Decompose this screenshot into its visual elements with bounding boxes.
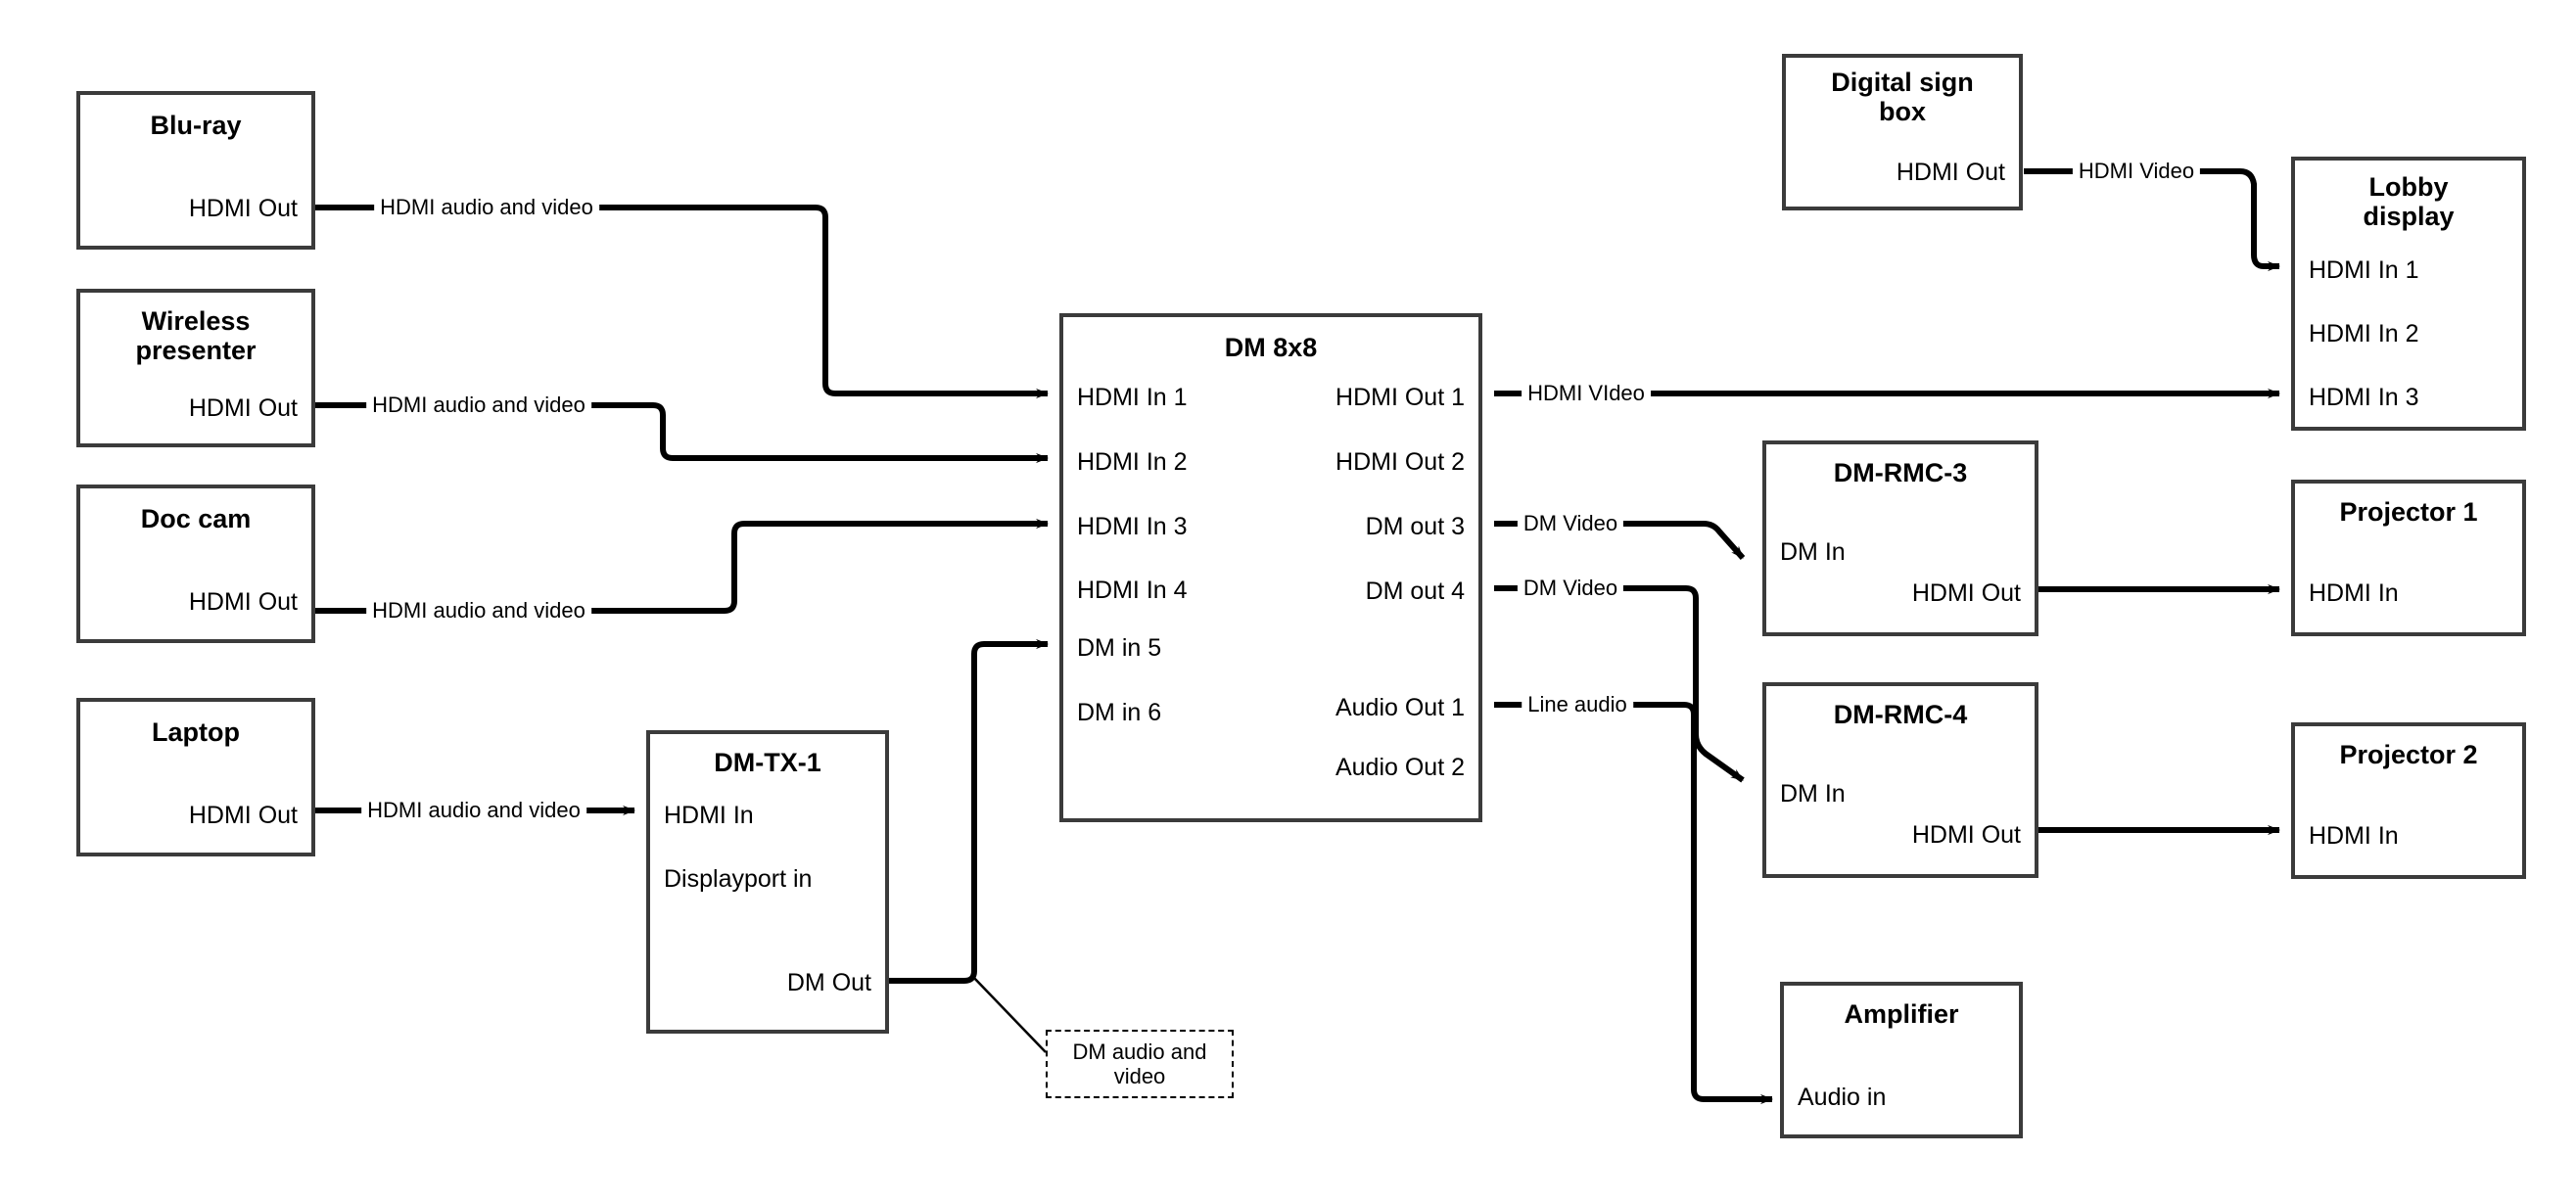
callout-dm-audio-video: DM audio and video (1046, 1030, 1234, 1098)
node-projector-2[interactable]: Projector 2 HDMI In (2291, 722, 2526, 879)
node-dm-8x8-title: DM 8x8 (1224, 333, 1318, 362)
node-amplifier-title: Amplifier (1844, 999, 1959, 1029)
node-dm-rmc-4-title: DM-RMC-4 (1833, 700, 1968, 729)
node-dm-rmc-4-port-hdmi-out[interactable]: HDMI Out (1911, 821, 2021, 849)
callout-dm-audio-video-text: DM audio and video (1072, 1039, 1207, 1088)
node-projector-2-title: Projector 2 (2339, 740, 2478, 769)
wire-dm8x8-to-rmc3 (1494, 521, 1746, 560)
wire-signbox-to-lobby (2024, 168, 2280, 272)
node-dm-8x8-input-hdmi-in-3[interactable]: HDMI In 3 (1077, 513, 1188, 540)
node-dm-rmc-3[interactable]: DM-RMC-3 DM In HDMI Out (1762, 440, 2038, 636)
node-dm-rmc-4[interactable]: DM-RMC-4 DM In HDMI Out (1762, 682, 2038, 878)
node-bluray-port-hdmi-out[interactable]: HDMI Out (188, 195, 298, 222)
node-dm-tx-1-title: DM-TX-1 (714, 748, 821, 777)
node-digital-sign-box-port-hdmi-out[interactable]: HDMI Out (1896, 159, 2005, 186)
wire-label-audio-out-1: Line audio (1522, 692, 1633, 717)
node-dm-tx-1-port-displayport-in[interactable]: Displayport in (664, 865, 813, 893)
wire-label-signbox: HDMI Video (2072, 159, 2201, 184)
node-dm-8x8-output-audio-out-2[interactable]: Audio Out 2 (1335, 754, 1465, 781)
node-projector-1[interactable]: Projector 1 HDMI In (2291, 480, 2526, 636)
node-amplifier-port-audio-in[interactable]: Audio in (1798, 1084, 1887, 1111)
wire-dm8x8-to-rmc4 (1494, 585, 1745, 783)
node-dm-rmc-3-title: DM-RMC-3 (1833, 458, 1968, 487)
node-lobby-display-port-hdmi-in-1[interactable]: HDMI In 1 (2309, 256, 2419, 284)
node-dm-8x8-input-dm-in-6[interactable]: DM in 6 (1077, 699, 1162, 726)
node-projector-1-title: Projector 1 (2339, 497, 2478, 527)
node-doc-cam-title: Doc cam (140, 504, 252, 533)
node-dm-8x8-output-audio-out-1[interactable]: Audio Out 1 (1335, 694, 1465, 721)
node-dm-8x8-output-dm-out-4[interactable]: DM out 4 (1365, 577, 1465, 605)
node-lobby-display-port-hdmi-in-3[interactable]: HDMI In 3 (2309, 384, 2419, 411)
node-laptop[interactable]: Laptop HDMI Out (76, 698, 315, 856)
node-bluray-title: Blu-ray (150, 111, 242, 140)
node-dm-8x8-output-hdmi-out-1[interactable]: HDMI Out 1 (1335, 384, 1465, 411)
node-dm-rmc-4-port-dm-in[interactable]: DM In (1780, 780, 1846, 808)
node-dm-8x8-input-dm-in-5[interactable]: DM in 5 (1077, 634, 1162, 662)
wire-label-bluray: HDMI audio and video (374, 195, 599, 220)
node-dm-8x8-input-hdmi-in-4[interactable]: HDMI In 4 (1077, 577, 1188, 604)
node-doc-cam-port-hdmi-out[interactable]: HDMI Out (188, 588, 298, 616)
wire-doccam-to-dm8x8 (315, 518, 1049, 614)
wire-label-wireless: HDMI audio and video (366, 393, 591, 418)
node-lobby-display-port-hdmi-in-2[interactable]: HDMI In 2 (2309, 320, 2419, 347)
node-doc-cam[interactable]: Doc cam HDMI Out (76, 485, 315, 643)
node-laptop-port-hdmi-out[interactable]: HDMI Out (188, 802, 298, 829)
wire-label-dm-out-4: DM Video (1517, 576, 1624, 601)
wire-wireless-to-dm8x8 (315, 402, 1049, 464)
node-dm-8x8-output-hdmi-out-2[interactable]: HDMI Out 2 (1335, 448, 1465, 476)
node-amplifier[interactable]: Amplifier Audio in (1780, 982, 2023, 1138)
wire-bluray-to-dm8x8 (315, 205, 1049, 399)
node-projector-2-port-hdmi-in[interactable]: HDMI In (2309, 822, 2399, 850)
wire-dm8x8-to-amplifier (1494, 702, 1773, 1105)
node-dm-tx-1-port-dm-out[interactable]: DM Out (786, 969, 871, 996)
node-dm-rmc-3-port-hdmi-out[interactable]: HDMI Out (1911, 579, 2021, 607)
wire-dmtx1-to-dm8x8 (889, 638, 1049, 984)
node-dm-tx-1-port-hdmi-in[interactable]: HDMI In (664, 802, 754, 829)
node-dm-rmc-3-port-dm-in[interactable]: DM In (1780, 538, 1846, 566)
node-dm-8x8-input-hdmi-in-1[interactable]: HDMI In 1 (1077, 384, 1188, 411)
node-laptop-title: Laptop (152, 717, 240, 747)
node-bluray[interactable]: Blu-ray HDMI Out (76, 91, 315, 250)
wire-label-doccam: HDMI audio and video (366, 598, 591, 624)
leader-line-dm-callout (970, 974, 1047, 1053)
node-projector-1-port-hdmi-in[interactable]: HDMI In (2309, 579, 2399, 607)
node-dm-8x8-output-dm-out-3[interactable]: DM out 3 (1365, 513, 1465, 540)
wire-label-laptop: HDMI audio and video (361, 798, 586, 823)
node-dm-8x8[interactable]: DM 8x8 HDMI In 1 HDMI In 2 HDMI In 3 HDM… (1059, 313, 1482, 822)
wire-label-hdmi-out-1: HDMI VIdeo (1522, 381, 1651, 406)
node-dm-8x8-input-hdmi-in-2[interactable]: HDMI In 2 (1077, 448, 1188, 476)
node-dm-tx-1[interactable]: DM-TX-1 HDMI In Displayport in DM Out (646, 730, 889, 1034)
node-wireless-presenter-port-hdmi-out[interactable]: HDMI Out (188, 394, 298, 422)
wire-label-dm-out-3: DM Video (1517, 511, 1624, 536)
